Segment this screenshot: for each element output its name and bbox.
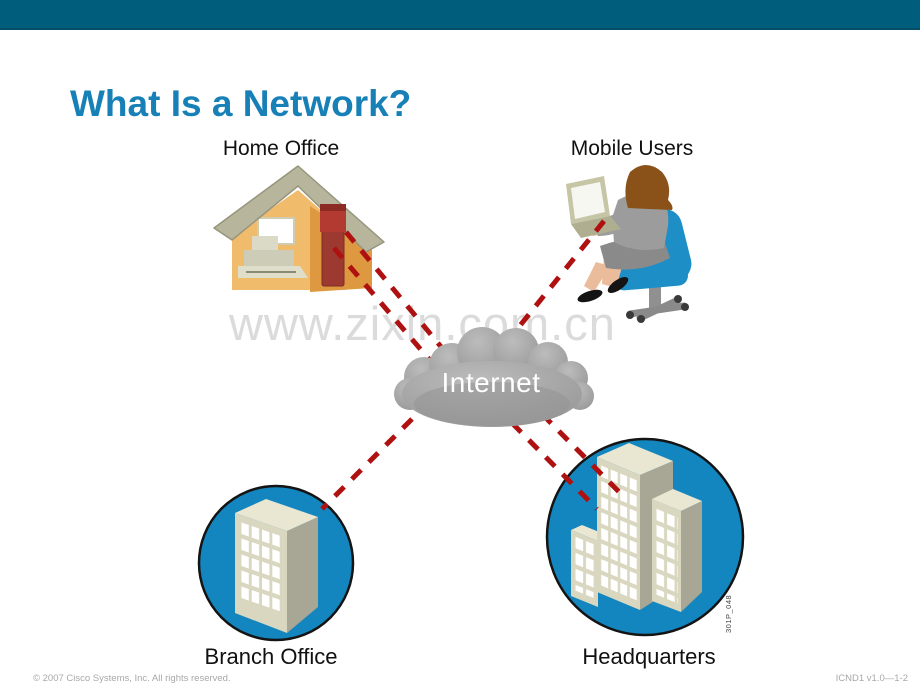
internet-cloud-icon (394, 327, 594, 427)
footer-slide-number: ICND1 v1.0—1-2 (835, 673, 908, 684)
label-branch-office: Branch Office (204, 644, 338, 669)
laptop-icon (566, 176, 621, 238)
headquarters-circle-icon (545, 437, 745, 637)
mobile-user-icon (566, 165, 692, 323)
label-mobile-users: Mobile Users (570, 137, 694, 160)
headquarters-buildings-icon (571, 443, 702, 612)
footer-copyright: © 2007 Cisco Systems, Inc. All rights re… (33, 673, 231, 684)
label-internet: Internet (441, 367, 541, 398)
office-building-icon (235, 499, 318, 633)
house-icon (213, 165, 385, 292)
watermark-text: www.zixin.com.cn (229, 297, 616, 350)
label-home-office: Home Office (222, 137, 340, 160)
connection-dashed-lines (320, 219, 627, 511)
figure-id: 301P_048 (724, 595, 733, 633)
branch-office-circle-icon (197, 484, 355, 642)
top-accent-bar (0, 0, 920, 30)
label-headquarters: Headquarters (582, 644, 716, 669)
page-title: What Is a Network? (70, 83, 412, 124)
